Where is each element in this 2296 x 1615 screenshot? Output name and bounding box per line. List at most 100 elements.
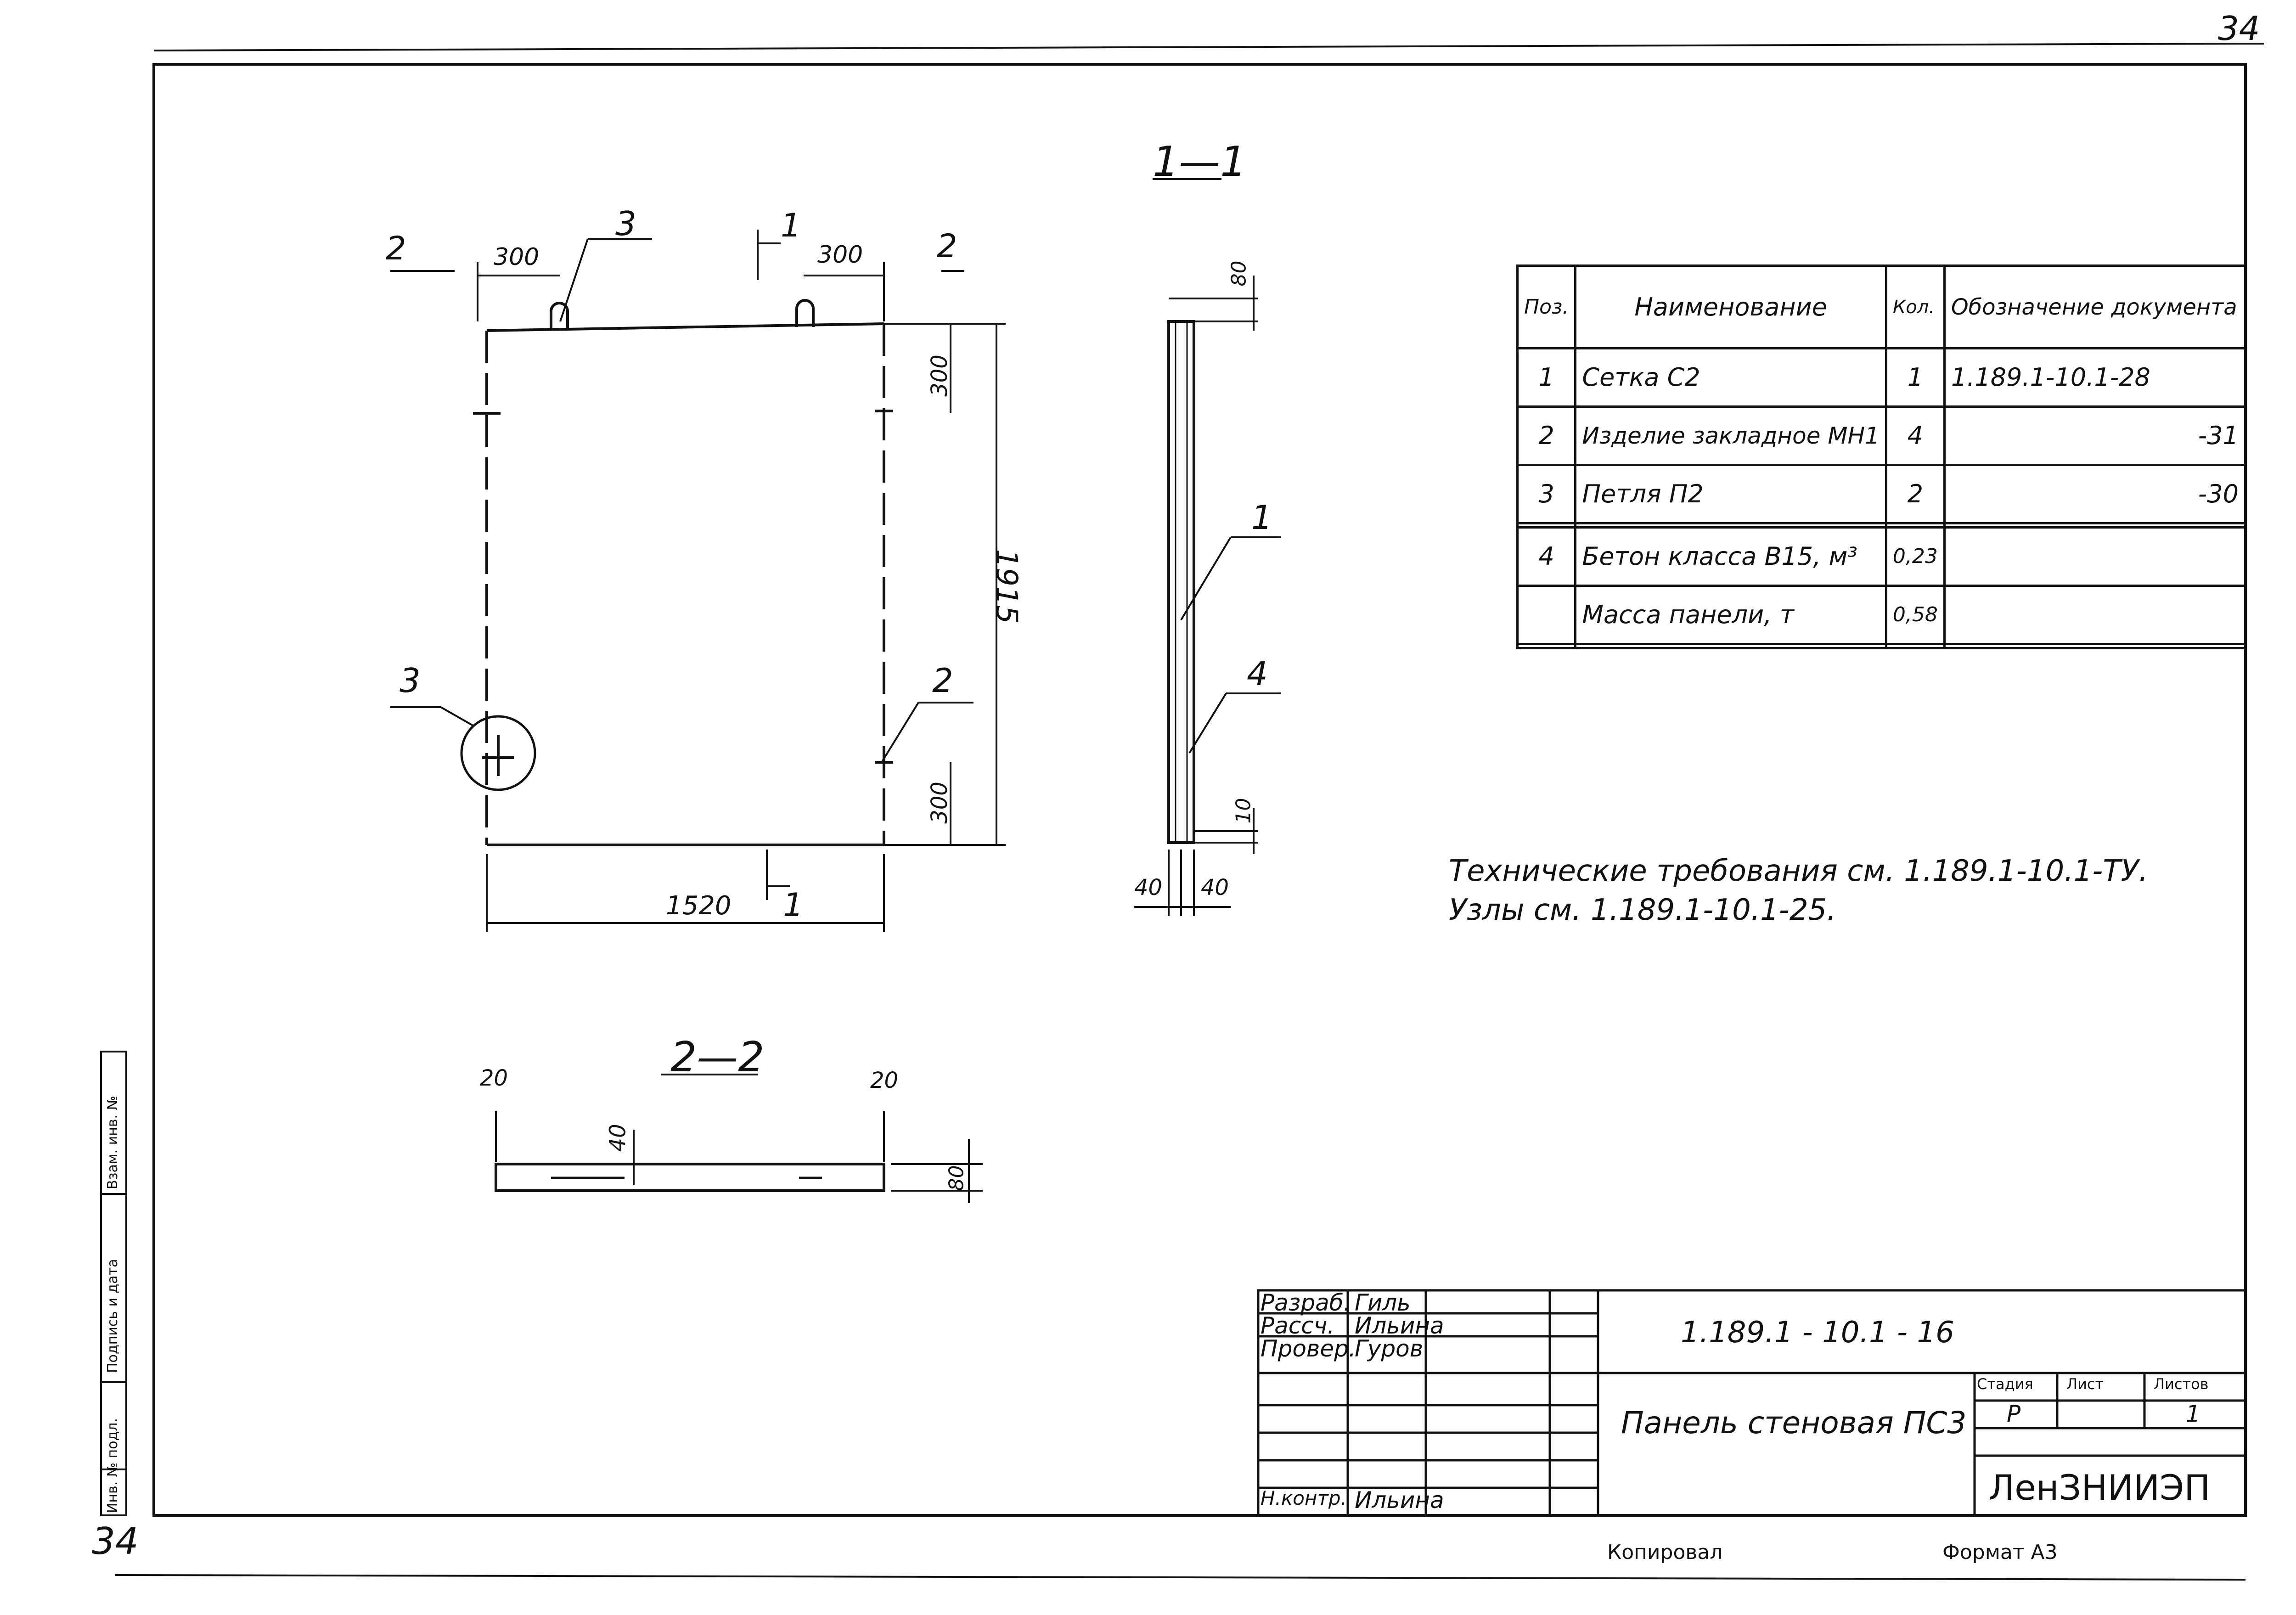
spec-row: 3 Петля П2 2 -30 bbox=[1516, 463, 2247, 524]
main-view-dimensions bbox=[390, 230, 1006, 932]
note-technical-requirements: Технические требования см. 1.189.1-10.1-… bbox=[1449, 854, 2148, 888]
format-label: Формат A3 bbox=[1942, 1541, 2058, 1564]
spec-header-pos: Поз. bbox=[1516, 264, 1577, 349]
tb-stage-label: Стадия bbox=[1977, 1375, 2033, 1393]
section-2-2-title: 2—2 bbox=[670, 1033, 765, 1081]
tb-name-norm-control: Ильина bbox=[1355, 1487, 1444, 1514]
spec-qty: 0,23 bbox=[1885, 526, 1946, 587]
spec-pos: 2 bbox=[1516, 405, 1577, 466]
tb-role-checked: Провер. bbox=[1261, 1335, 1356, 1362]
dim-side-left: 40 bbox=[1134, 875, 1163, 900]
top-border bbox=[153, 43, 2246, 51]
note-nodes: Узлы см. 1.189.1-10.1-25. bbox=[1449, 893, 1836, 927]
copied-label: Копировал bbox=[1607, 1541, 1723, 1564]
tb-name-checked: Гуров bbox=[1355, 1335, 1424, 1362]
spec-qty: 2 bbox=[1885, 463, 1946, 524]
page-number: 34 bbox=[2218, 9, 2260, 48]
section-2-2-view bbox=[495, 1163, 885, 1192]
dim-s22-left: 20 bbox=[480, 1065, 508, 1091]
side-stamp bbox=[100, 1051, 127, 1516]
callout-loop-side: 3 bbox=[400, 661, 421, 700]
side-stamp-signature: Подпись и дата bbox=[105, 1259, 121, 1373]
spec-row bbox=[1516, 522, 2247, 529]
cut-mark-1-top: 1 bbox=[781, 207, 801, 244]
spec-pos bbox=[1516, 584, 1577, 645]
bottom-border bbox=[114, 1574, 2246, 1581]
tb-stage: Р bbox=[2007, 1401, 2021, 1427]
side-stamp-replaced: Взам. инв. № bbox=[105, 1096, 121, 1189]
dim-side-right: 40 bbox=[1201, 875, 1229, 900]
spec-name: Бетон класса В15, м³ bbox=[1574, 526, 1887, 587]
dim-s22-mid: 40 bbox=[605, 1124, 631, 1152]
spec-pos: 3 bbox=[1516, 463, 1577, 524]
section-1-1-title: 1—1 bbox=[1153, 138, 1247, 186]
spec-name: Изделие закладное МН1 bbox=[1574, 405, 1887, 466]
side-stamp-inv: Инв. № подл. bbox=[105, 1418, 121, 1513]
tb-sheets-label: Листов bbox=[2154, 1375, 2209, 1393]
tb-designation: 1.189.1 - 10.1 - 16 bbox=[1681, 1316, 1954, 1350]
tb-role-norm-control: Н.контр. bbox=[1261, 1487, 1347, 1509]
dim-top-right: 300 bbox=[817, 241, 863, 269]
spec-doc: -30 bbox=[1943, 463, 2247, 524]
dim-top-left: 300 bbox=[494, 243, 540, 271]
detail-circle bbox=[460, 715, 536, 791]
spec-row: 4 Бетон класса В15, м³ 0,23 bbox=[1516, 526, 2247, 587]
dim-right-top: 300 bbox=[926, 355, 952, 397]
tb-organization: ЛенЗНИИЭП bbox=[1988, 1467, 2211, 1508]
spec-pos: 1 bbox=[1516, 347, 1577, 408]
spec-header-doc: Обозначение документа bbox=[1943, 264, 2247, 349]
callout-loop-top: 3 bbox=[615, 204, 636, 243]
cut-mark-2-right: 2 bbox=[937, 227, 957, 265]
callout-mesh: 1 bbox=[1251, 498, 1272, 537]
tb-role-developer: Разраб. bbox=[1261, 1289, 1351, 1316]
spec-row bbox=[1516, 642, 2247, 650]
tb-name-calculated: Ильина bbox=[1355, 1312, 1444, 1339]
spec-pos bbox=[1516, 642, 1577, 650]
spec-doc bbox=[1943, 584, 2247, 645]
cut-mark-1-bottom: 1 bbox=[783, 886, 804, 924]
dim-width: 1520 bbox=[666, 891, 732, 921]
section-2-2-dimensions bbox=[495, 178, 1221, 1203]
spec-name: Петля П2 bbox=[1574, 463, 1887, 524]
spec-name bbox=[1574, 642, 1887, 650]
spec-row: 1 Сетка С2 1 1.189.1-10.1-28 bbox=[1516, 347, 2247, 408]
spec-name: Масса панели, т bbox=[1574, 584, 1887, 645]
spec-doc bbox=[1943, 526, 2247, 587]
spec-doc: 1.189.1-10.1-28 bbox=[1943, 347, 2247, 408]
spec-doc bbox=[1943, 522, 2247, 529]
dim-side-bottom: 10 bbox=[1232, 798, 1255, 824]
spec-row: Масса панели, т 0,58 bbox=[1516, 584, 2247, 645]
tb-sheets: 1 bbox=[2186, 1401, 2200, 1427]
spec-qty: 0,58 bbox=[1885, 584, 1946, 645]
dim-s22-thickness: 80 bbox=[945, 1165, 968, 1191]
tb-role-calculated: Рассч. bbox=[1261, 1312, 1335, 1339]
spec-name bbox=[1574, 522, 1887, 529]
panel-front-view bbox=[460, 299, 893, 846]
dim-right-height: 1915 bbox=[989, 549, 1024, 624]
cut-mark-2-left: 2 bbox=[386, 230, 406, 267]
tb-title: Панель стеновая ПС3 bbox=[1621, 1405, 1967, 1441]
dim-right-bottom: 300 bbox=[926, 782, 952, 824]
page-number-bottom: 34 bbox=[92, 1520, 139, 1563]
side-view-dimensions bbox=[1134, 276, 1281, 916]
spec-header-name: Наименование bbox=[1574, 264, 1887, 349]
title-block bbox=[1257, 1289, 2247, 1517]
spec-header-qty: Кол. bbox=[1885, 264, 1946, 349]
specification-table: Поз. Наименование Кол. Обозначение докум… bbox=[1516, 264, 2247, 650]
spec-qty: 1 bbox=[1885, 347, 1946, 408]
tb-name-developer: Гиль bbox=[1355, 1289, 1411, 1316]
dim-side-top: 80 bbox=[1227, 260, 1251, 287]
callout-embedded: 2 bbox=[932, 661, 953, 700]
spec-qty bbox=[1885, 522, 1946, 529]
tb-sheet-label: Лист bbox=[2066, 1375, 2104, 1393]
spec-pos: 4 bbox=[1516, 526, 1577, 587]
spec-name: Сетка С2 bbox=[1574, 347, 1887, 408]
spec-row: 2 Изделие закладное МН1 4 -31 bbox=[1516, 405, 2247, 466]
panel-side-view bbox=[1167, 320, 1195, 844]
spec-pos bbox=[1516, 522, 1577, 529]
sheet-frame bbox=[152, 63, 2247, 1517]
spec-qty: 4 bbox=[1885, 405, 1946, 466]
spec-doc bbox=[1943, 642, 2247, 650]
dim-s22-right: 20 bbox=[870, 1068, 899, 1093]
